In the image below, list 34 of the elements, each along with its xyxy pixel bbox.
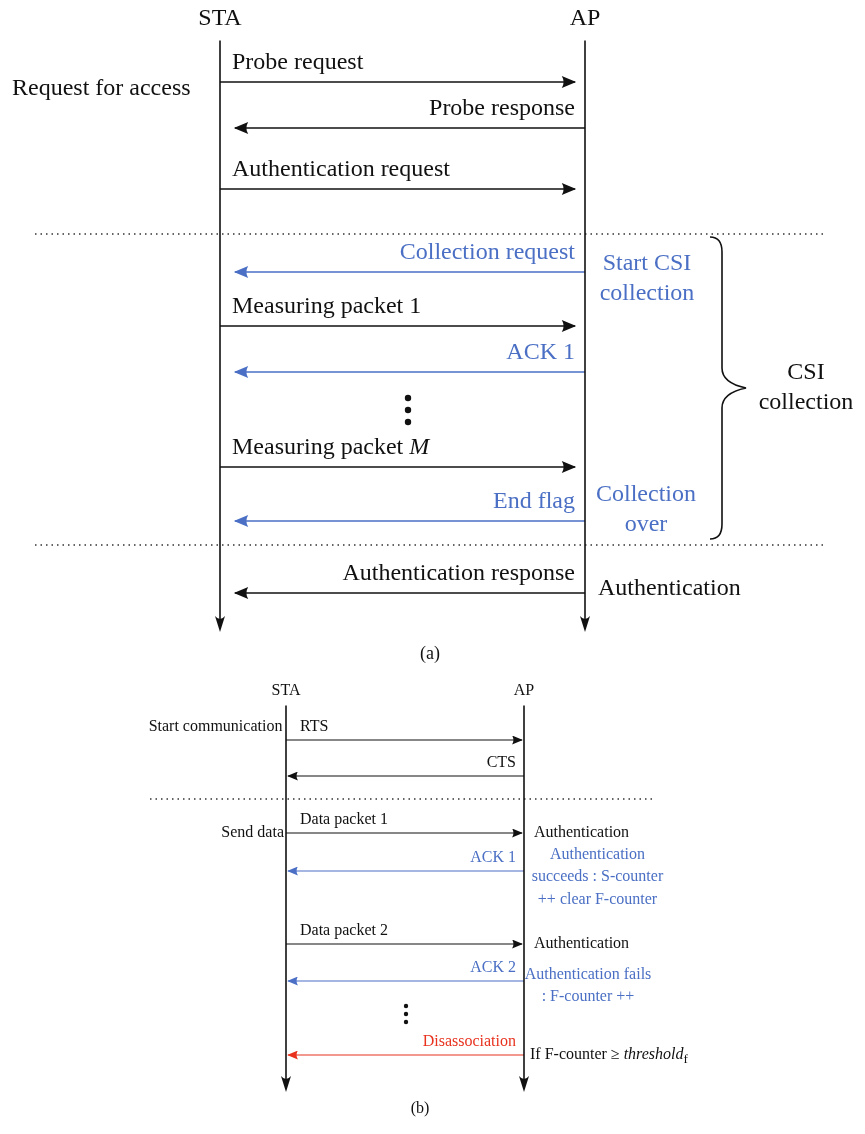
edge-label: ACK 1 xyxy=(506,337,575,366)
panel-caption: (b) xyxy=(409,1098,431,1118)
edge-label: ACK 2 xyxy=(470,957,516,977)
edge-label: Disassociation xyxy=(422,1031,516,1051)
annotation-text: Authentication xyxy=(598,573,742,602)
edge-label: Data packet 2 xyxy=(300,920,388,940)
participant-label: STA xyxy=(270,680,302,700)
participant-label: AP xyxy=(512,680,536,700)
edge-label: Data packet 1 xyxy=(300,809,388,829)
annotation-text: Start CSI collection xyxy=(598,248,696,307)
edge-label: Measuring packet M xyxy=(232,432,430,461)
annotation-text: Collection over xyxy=(595,479,697,538)
annotation-text: Authentication succeeds : S-counter ++ clear F-counter xyxy=(530,844,665,909)
annotation-text: Send data xyxy=(220,822,284,842)
edge-label: ACK 1 xyxy=(470,847,516,867)
participant-label: STA xyxy=(197,3,243,32)
annotation-text: Authentication xyxy=(534,933,631,953)
annotation-text: Authentication xyxy=(534,822,631,842)
annotation-text: Start communication xyxy=(148,716,283,736)
edge-label: RTS xyxy=(300,716,329,736)
edge-label: Authentication response xyxy=(342,558,575,587)
annotation-text: Request for access xyxy=(12,73,192,102)
edge-label: Probe request xyxy=(232,47,364,76)
panel-caption: (a) xyxy=(419,642,441,665)
annotation-text: If F-counter ≥ threshold$_{f}$ xyxy=(530,1044,689,1068)
edge-label: Authentication request xyxy=(232,154,450,183)
annotation-text: Authentication fails : F-counter ++ xyxy=(524,964,652,1007)
edge-label: End flag xyxy=(493,486,575,515)
edge-label: Collection request xyxy=(399,237,575,266)
edge-label: Probe response xyxy=(429,93,575,122)
edge-label: CTS xyxy=(486,752,516,772)
participant-label: AP xyxy=(568,3,602,32)
annotation-text: CSI collection xyxy=(757,357,855,416)
edge-label: Measuring packet 1 xyxy=(232,291,422,320)
